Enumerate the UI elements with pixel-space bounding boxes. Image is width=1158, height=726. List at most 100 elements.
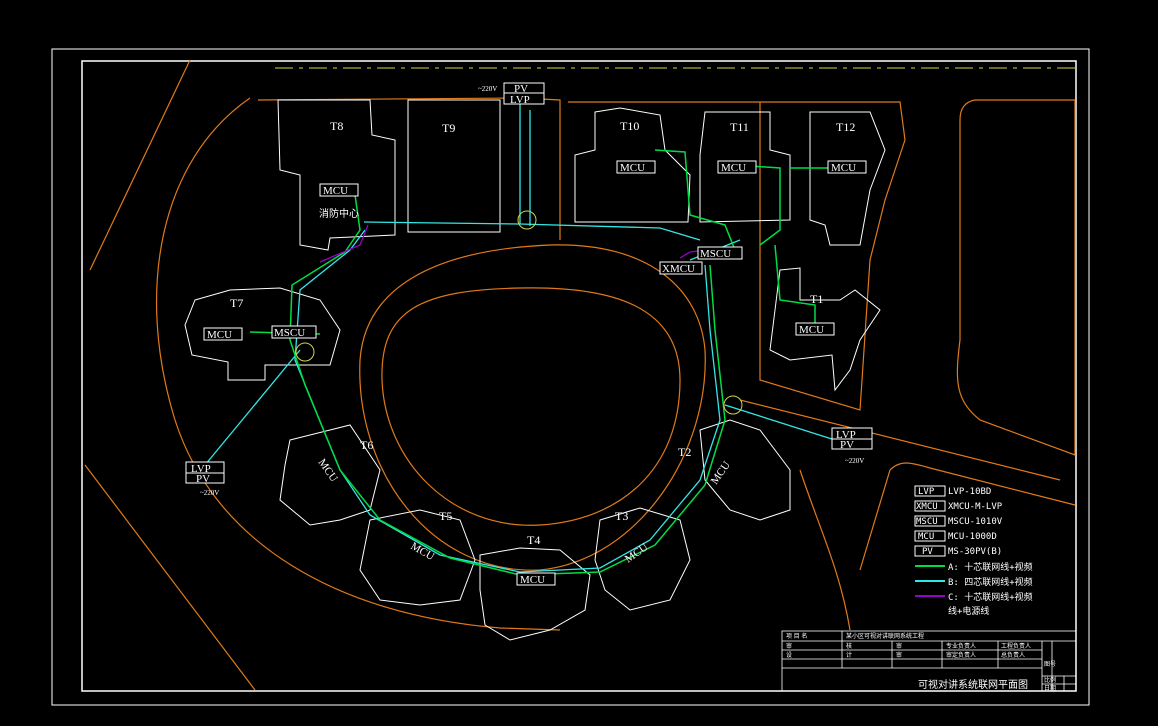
building-t7-outline bbox=[184, 287, 341, 381]
svg-text:LVP-10BD: LVP-10BD bbox=[948, 487, 991, 497]
svg-text:MCU: MCU bbox=[620, 162, 645, 174]
drawing-title: 可视对讲系统联网平面图 bbox=[918, 678, 1028, 691]
svg-text:核: 核 bbox=[846, 642, 852, 650]
junction-west bbox=[295, 342, 315, 362]
svg-text:日期: 日期 bbox=[1044, 684, 1056, 692]
svg-text:MSCU-1010V: MSCU-1010V bbox=[948, 517, 1003, 527]
road-east-lower bbox=[739, 399, 1061, 481]
svg-text:审: 审 bbox=[896, 642, 902, 650]
svg-text:MS-30PV(B): MS-30PV(B) bbox=[948, 547, 1002, 557]
svg-text:MCU: MCU bbox=[918, 532, 934, 542]
svg-text:~220V: ~220V bbox=[200, 489, 219, 497]
svg-text:审: 审 bbox=[786, 642, 792, 650]
svg-text:LVP: LVP bbox=[836, 429, 856, 441]
label-t9: T9 bbox=[442, 121, 455, 135]
svg-text:XMCU: XMCU bbox=[916, 502, 938, 512]
svg-text:专业负责人: 专业负责人 bbox=[946, 642, 976, 650]
road-ring-inner bbox=[381, 287, 681, 526]
label-t10: T10 bbox=[620, 119, 639, 133]
label-t12: T12 bbox=[836, 120, 855, 134]
svg-text:MSCU: MSCU bbox=[916, 517, 938, 527]
svg-text:MSCU: MSCU bbox=[274, 327, 305, 339]
building-t6-outline bbox=[279, 424, 381, 526]
building-t4-outline bbox=[479, 547, 591, 641]
road-west-curve bbox=[155, 97, 561, 631]
svg-text:比例: 比例 bbox=[1044, 676, 1056, 684]
device-mcu-t1: MCU bbox=[795, 322, 835, 336]
svg-text:MCU-1000D: MCU-1000D bbox=[948, 532, 997, 542]
control-center-label: 消防中心 bbox=[319, 207, 359, 220]
svg-text:XMCU: XMCU bbox=[662, 263, 695, 275]
label-t3: T3 bbox=[615, 509, 628, 523]
svg-text:MCU: MCU bbox=[520, 574, 545, 586]
devices: MCU 消防中心 MCU MCU MCU MSCU XMCU MCU MSCU … bbox=[185, 82, 873, 586]
label-t1: T1 bbox=[810, 292, 823, 306]
svg-text:XMCU-M-LVP: XMCU-M-LVP bbox=[948, 502, 1003, 512]
junction-east bbox=[723, 395, 743, 415]
svg-text:PV: PV bbox=[514, 83, 528, 95]
legend-line-c-extra: 线+电源线 bbox=[948, 605, 989, 617]
label-t4: T4 bbox=[527, 533, 540, 547]
label-t11: T11 bbox=[730, 120, 749, 134]
road-southwest bbox=[84, 464, 256, 691]
svg-text:C: 十芯联网线+视频: C: 十芯联网线+视频 bbox=[948, 591, 1033, 603]
legend-item-mcu: MCU MCU-1000D bbox=[914, 530, 997, 542]
label-t2: T2 bbox=[678, 445, 691, 459]
road-east-block bbox=[956, 99, 1076, 456]
label-t6: T6 bbox=[360, 438, 373, 452]
svg-text:MCU: MCU bbox=[831, 162, 856, 174]
svg-text:某小区可视对讲联网系统工程: 某小区可视对讲联网系统工程 bbox=[846, 632, 924, 640]
svg-text:PV: PV bbox=[840, 439, 854, 451]
svg-text:PV: PV bbox=[196, 473, 210, 485]
inner-border bbox=[81, 60, 1077, 692]
svg-text:LVP: LVP bbox=[510, 94, 530, 106]
building-t3-outline bbox=[594, 507, 691, 611]
building-t11-outline bbox=[699, 111, 791, 223]
legend-line-b: B: 四芯联网线+视频 bbox=[915, 576, 1033, 588]
road-north-bend bbox=[257, 97, 561, 240]
device-mcu-t7: MCU bbox=[203, 327, 243, 341]
label-t5: T5 bbox=[439, 509, 452, 523]
svg-text:LVP: LVP bbox=[918, 487, 935, 497]
device-mcu-t3: MCU bbox=[623, 541, 650, 565]
device-mcu-t8: MCU bbox=[319, 183, 359, 197]
svg-text:MCU: MCU bbox=[323, 185, 348, 197]
junction-north bbox=[517, 210, 537, 230]
svg-text:设: 设 bbox=[786, 651, 792, 659]
legend-item-xmcu: XMCU XMCU-M-LVP bbox=[914, 500, 1003, 512]
svg-text:LVP: LVP bbox=[191, 463, 211, 475]
svg-text:B: 四芯联网线+视频: B: 四芯联网线+视频 bbox=[948, 576, 1033, 588]
device-mcu-t11: MCU bbox=[717, 160, 757, 174]
svg-text:~220V: ~220V bbox=[478, 85, 497, 93]
building-t8-outline bbox=[277, 99, 396, 251]
building-outlines bbox=[184, 99, 886, 641]
legend-line-c: C: 十芯联网线+视频 bbox=[915, 591, 1033, 603]
title-block bbox=[781, 630, 1077, 692]
device-mcu-t10: MCU bbox=[616, 160, 656, 174]
legend-line-a: A: 十芯联网线+视频 bbox=[915, 561, 1033, 573]
device-pv-lvp-north: PV LVP ~220V bbox=[478, 82, 545, 106]
road-network bbox=[84, 59, 1076, 691]
building-labels: T8 T9 T10 T11 T12 T7 T1 T6 T2 T5 T4 T3 bbox=[230, 119, 855, 547]
svg-text:计: 计 bbox=[846, 651, 852, 659]
legend-item-mscu: MSCU MSCU-1010V bbox=[914, 515, 1003, 527]
building-t5-outline bbox=[359, 509, 476, 606]
device-lvp-pv-west: LVP PV ~220V bbox=[185, 461, 225, 497]
svg-text:MCU: MCU bbox=[207, 329, 232, 341]
legend: LVP LVP-10BD XMCU XMCU-M-LVP MSCU MSCU-1010… bbox=[914, 485, 1033, 617]
device-mcu-t5: MCU bbox=[409, 540, 437, 563]
device-mcu-t4: MCU bbox=[516, 572, 556, 586]
building-t9-outline bbox=[407, 99, 501, 233]
legend-item-lvp: LVP LVP-10BD bbox=[914, 485, 991, 497]
svg-text:审: 审 bbox=[896, 651, 902, 659]
road-east-parcel bbox=[568, 101, 906, 411]
device-mscu-east: MSCU bbox=[697, 246, 743, 260]
road-northwest bbox=[89, 59, 191, 271]
label-t7: T7 bbox=[230, 296, 243, 310]
device-lvp-pv-east: LVP PV ~220V bbox=[831, 427, 873, 465]
device-mscu-west: MSCU bbox=[271, 325, 317, 339]
road-southeast bbox=[859, 462, 1076, 571]
cable-b-four-core bbox=[204, 98, 836, 573]
